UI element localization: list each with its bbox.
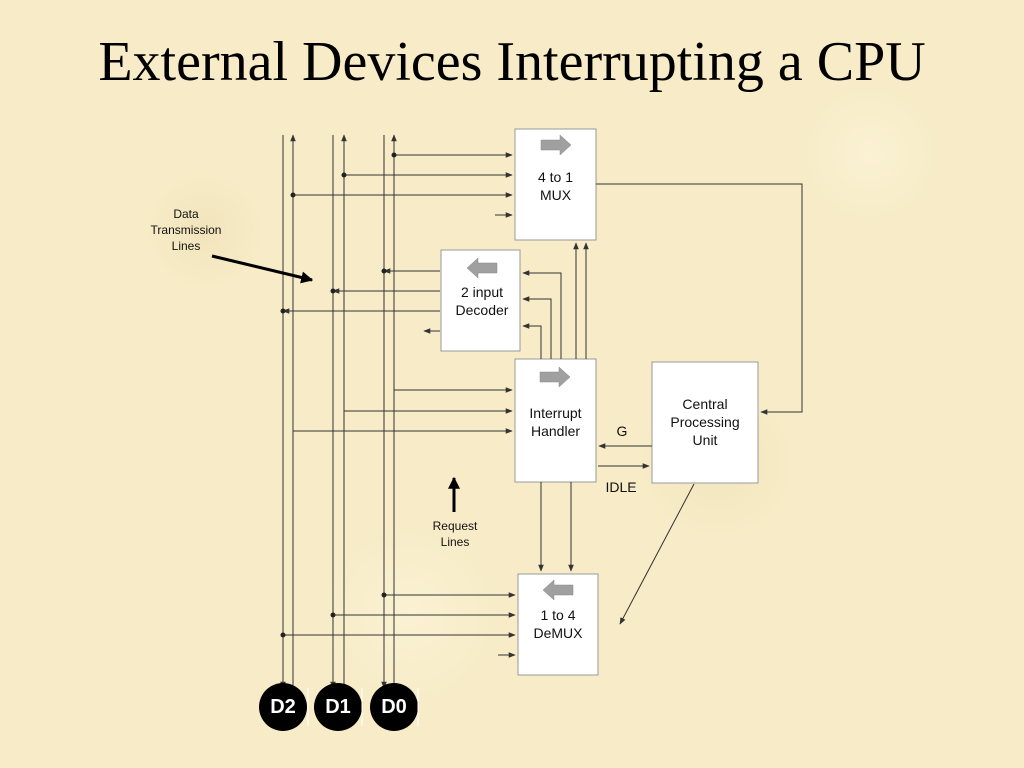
g-signal-label: G — [616, 423, 628, 439]
data-lines-annotation: Data Transmission Lines — [150, 207, 222, 253]
cpu-block — [651, 361, 759, 484]
right-arrow-icon — [539, 366, 571, 388]
left-arrow-icon — [542, 579, 574, 601]
handler-select-lines — [522, 242, 589, 572]
device-d0-circle — [370, 683, 418, 731]
idle-signal-label: IDLE — [605, 479, 637, 495]
request-inputs — [293, 387, 513, 434]
mux-label: 4 to 1 MUX — [537, 169, 574, 203]
demux-label: 1 to 4 DeMUX — [533, 607, 583, 641]
request-lines-annotation: Request Lines — [432, 519, 478, 549]
device-d0-label: D0 — [381, 696, 407, 718]
handler-label: Interrupt Handler — [529, 405, 582, 439]
mux-to-cpu-line — [596, 183, 803, 415]
mux-inputs — [293, 152, 513, 218]
slide-title: External Devices Interrupting a CPU — [98, 31, 926, 93]
right-arrow-icon — [540, 134, 572, 156]
data-lines-pointer-arrow — [211, 254, 314, 284]
decoder-outputs — [282, 268, 440, 334]
demux-inputs — [283, 592, 516, 658]
cpu-to-demux-line — [619, 483, 695, 625]
device-d1-circle — [314, 683, 362, 731]
device-d2-label: D2 — [270, 696, 296, 718]
decoder-label: 2 input Decoder — [455, 284, 509, 318]
device-d2-circle — [259, 683, 307, 731]
device-d1-label: D1 — [325, 696, 351, 718]
data-lines — [280, 134, 397, 690]
cpu-label: Central Processing Unit — [670, 396, 740, 448]
left-arrow-icon — [466, 257, 498, 279]
